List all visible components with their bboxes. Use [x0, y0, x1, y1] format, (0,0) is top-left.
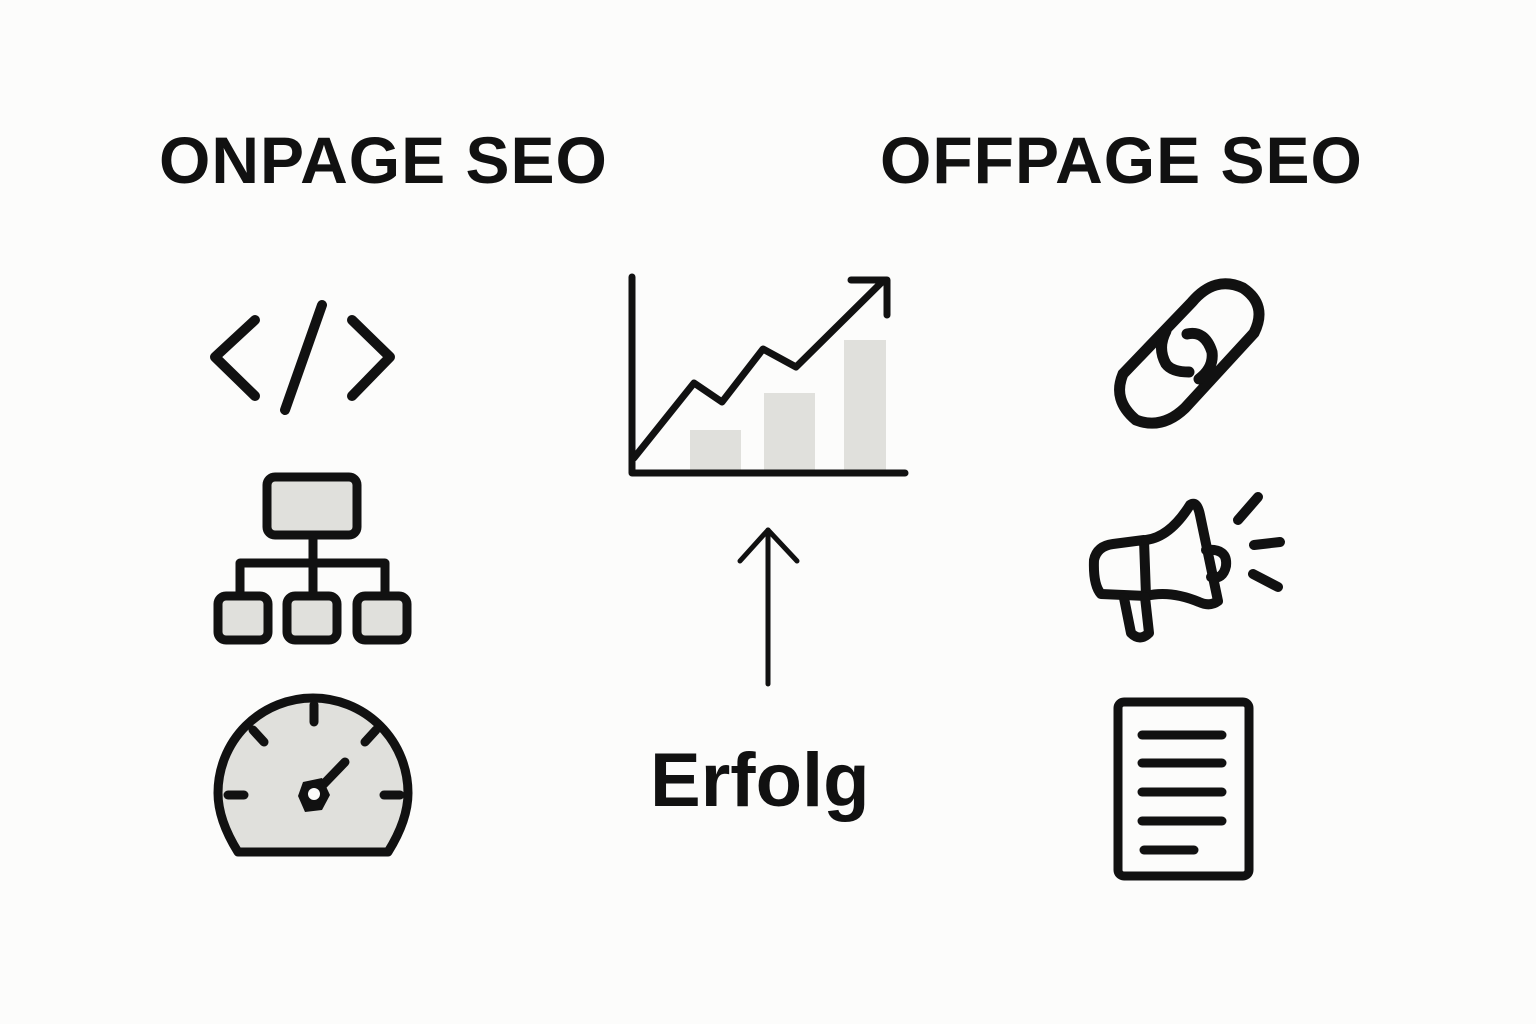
- speedometer-icon: [213, 693, 413, 857]
- sitemap-icon: [213, 472, 412, 645]
- onpage-seo-heading: ONPAGE SEO: [159, 123, 608, 197]
- erfolg-label: Erfolg: [650, 738, 870, 823]
- document-icon: [1113, 697, 1254, 881]
- arrow-up-icon: [737, 527, 800, 687]
- offpage-seo-heading: OFFPAGE SEO: [880, 123, 1363, 197]
- link-icon: [1114, 278, 1265, 429]
- megaphone-icon: [1088, 492, 1285, 643]
- growth-chart-icon: [628, 273, 909, 477]
- code-icon: [210, 300, 395, 415]
